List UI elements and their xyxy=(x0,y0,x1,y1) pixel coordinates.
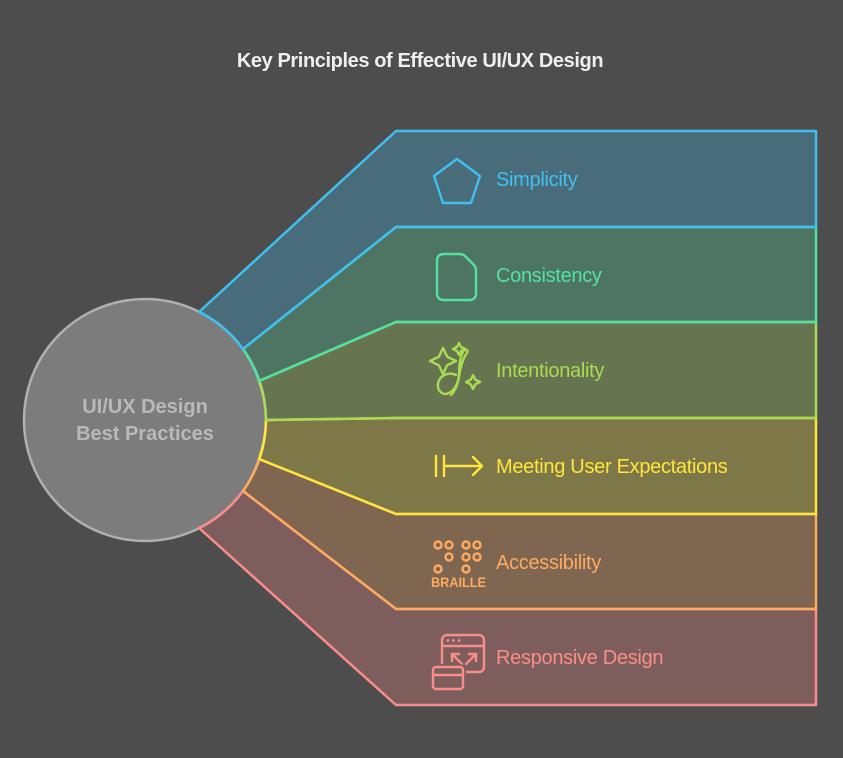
center-circle-label-line2: Best Practices xyxy=(76,423,214,445)
braille-icon-caption: BRAILLE xyxy=(431,574,486,590)
band-label-simplicity: Simplicity xyxy=(496,169,578,191)
center-circle-label-line1: UI/UX Design xyxy=(82,396,208,418)
band-intentionality: Intentionality xyxy=(257,320,818,422)
band-responsive-design: Responsive Design xyxy=(197,489,818,707)
page-title: Key Principles of Effective UI/UX Design xyxy=(237,50,603,72)
braille-icon xyxy=(433,540,482,574)
band-simplicity: Simplicity xyxy=(197,129,818,351)
band-label-accessibility: Accessibility xyxy=(496,552,601,574)
band-meeting-user-expectations: Meeting User Expectations xyxy=(257,416,818,516)
band-label-intentionality: Intentionality xyxy=(496,360,604,382)
responsive-windows-icon xyxy=(430,633,486,692)
pentagon-icon xyxy=(432,157,482,205)
band-label-meeting-user-expectations: Meeting User Expectations xyxy=(496,456,728,478)
sparkle-script-d-icon xyxy=(428,341,482,397)
mapsto-arrow-icon xyxy=(434,454,484,478)
rounded-page-icon xyxy=(435,252,478,302)
band-label-responsive-design: Responsive Design xyxy=(496,647,663,669)
band-label-consistency: Consistency xyxy=(496,265,602,287)
